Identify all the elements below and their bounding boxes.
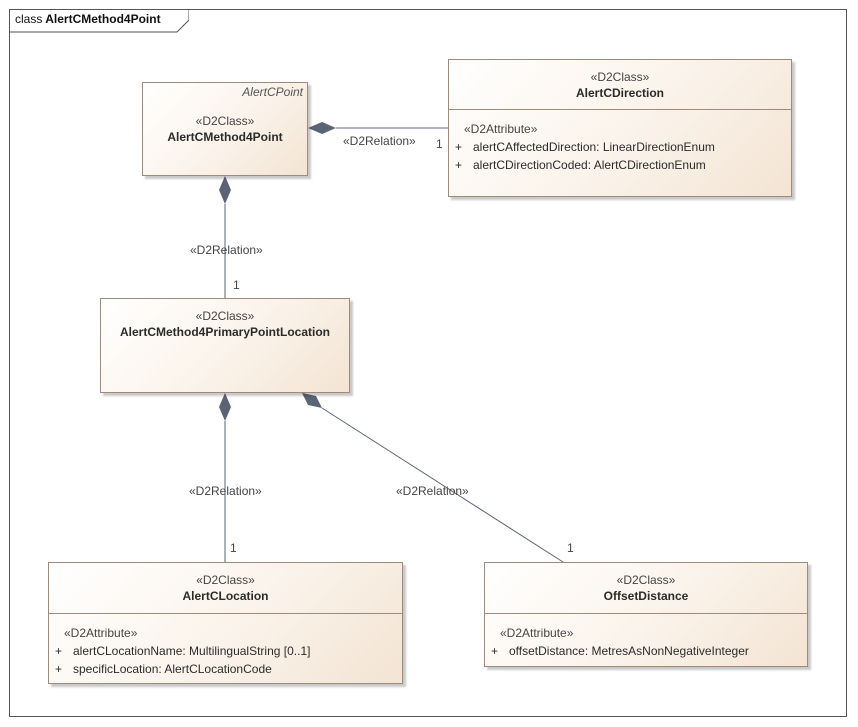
attribute-compartment: «D2Attribute» + alertCAffectedDirection: … — [449, 120, 791, 174]
attribute-stereotype: «D2Attribute» — [500, 626, 574, 640]
compartment-divider — [49, 613, 402, 614]
compartment-divider — [449, 109, 791, 110]
attribute-text: specificLocation: AlertCLocationCode — [73, 662, 272, 676]
diagram-frame — [9, 9, 847, 717]
class-stereotype: «D2Class» — [195, 114, 255, 128]
composition-diamond — [302, 393, 322, 408]
multiplicity-offset: 1 — [567, 541, 574, 555]
multiplicity-primary: 1 — [233, 278, 240, 292]
class-offsetdistance[interactable]: «D2Class» OffsetDistance «D2Attribute» +… — [484, 562, 808, 667]
class-alertcmethod4point[interactable]: AlertCPoint «D2Class» AlertCMethod4Point — [142, 82, 308, 176]
class-name: AlertCMethod4PrimaryPointLocation — [119, 325, 331, 339]
class-stereotype: «D2Class» — [196, 573, 255, 587]
multiplicity-direction: 1 — [436, 137, 443, 151]
diagram-title: class AlertCMethod4Point — [15, 12, 161, 26]
attribute-row[interactable]: + offsetDistance: MetresAsNonNegativeInte… — [485, 642, 807, 660]
visibility-marker: + — [455, 158, 463, 172]
class-name: AlertCMethod4Point — [167, 130, 283, 144]
visibility-marker: + — [55, 644, 63, 658]
composition-diamond — [308, 122, 336, 134]
attribute-row[interactable]: + specificLocation: AlertCLocationCode — [49, 660, 402, 678]
class-stereotype: «D2Class» — [590, 70, 650, 84]
attribute-row[interactable]: + alertCAffectedDirection: LinearDirectio… — [449, 138, 791, 156]
relation-label-primary: «D2Relation» — [190, 243, 263, 257]
frame-tab-outline — [9, 9, 189, 33]
parent-class-label: AlertCPoint — [242, 85, 303, 99]
relation-label-direction: «D2Relation» — [343, 134, 416, 148]
class-alertclocation[interactable]: «D2Class» AlertCLocation «D2Attribute» +… — [48, 562, 403, 684]
diagram-name: AlertCMethod4Point — [45, 12, 161, 26]
class-name: OffsetDistance — [603, 589, 689, 603]
relation-primary-location[interactable] — [219, 393, 231, 562]
class-name: AlertCDirection — [575, 86, 664, 100]
attribute-text: alertCDirectionCoded: AlertCDirectionEnu… — [473, 158, 706, 172]
visibility-marker: + — [491, 644, 499, 658]
class-stereotype: «D2Class» — [195, 309, 255, 323]
class-alertcdirection[interactable]: «D2Class» AlertCDirection «D2Attribute» … — [448, 59, 792, 197]
composition-diamond — [219, 393, 231, 421]
attribute-compartment: «D2Attribute» + offsetDistance: MetresAsN… — [485, 624, 807, 660]
attribute-row[interactable]: + alertCLocationName: MultilingualString … — [49, 642, 402, 660]
class-stereotype: «D2Class» — [616, 573, 676, 587]
class-alertcmethod4primarypointlocation[interactable]: «D2Class» AlertCMethod4PrimaryPointLocat… — [100, 298, 350, 393]
multiplicity-location: 1 — [230, 541, 237, 555]
attribute-compartment: «D2Attribute» + alertCLocationName: Multi… — [49, 624, 402, 678]
visibility-marker: + — [55, 662, 63, 676]
relation-label-location: «D2Relation» — [189, 484, 262, 498]
attribute-stereotype: «D2Attribute» — [64, 626, 138, 640]
relation-method4point-primary[interactable] — [219, 176, 231, 298]
diagram-kind: class — [15, 12, 43, 26]
attribute-row[interactable]: + alertCDirectionCoded: AlertCDirectionEn… — [449, 156, 791, 174]
visibility-marker: + — [455, 140, 463, 154]
compartment-divider — [485, 613, 807, 614]
relation-method4point-direction[interactable] — [308, 122, 448, 134]
relation-primary-offset[interactable] — [302, 393, 564, 563]
attribute-stereotype: «D2Attribute» — [464, 122, 538, 136]
attribute-text: alertCAffectedDirection: LinearDirection… — [473, 140, 715, 154]
attribute-text: alertCLocationName: MultilingualString [… — [73, 644, 311, 658]
class-name: AlertCLocation — [182, 589, 269, 603]
attribute-text: offsetDistance: MetresAsNonNegativeInteg… — [509, 644, 749, 658]
composition-diamond — [219, 176, 231, 204]
relation-label-offset: «D2Relation» — [396, 484, 469, 498]
